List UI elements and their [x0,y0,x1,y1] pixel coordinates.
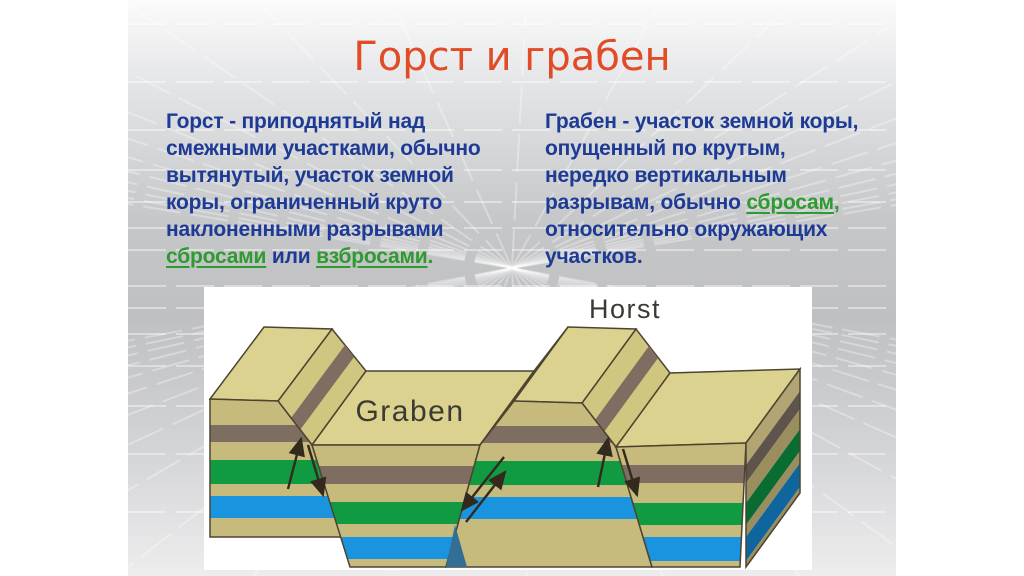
horst-graben-diagram: Graben [204,287,812,570]
text-segment: разрывам, обычно [545,191,747,214]
right-side-face [745,366,801,570]
definition-line: смежными участками, обычно [166,135,526,162]
definition-line: наклоненными разрывами [166,216,526,243]
definition-line: Горст - приподнятый над [166,108,526,135]
arrow-down-left-fault [306,444,327,498]
definition-line: сбросами или взбросами. [166,243,526,270]
graben-label: Graben [355,395,464,428]
text-segment: Горст - приподнятый над [166,110,426,133]
text-segment: наклоненными разрывами [166,218,444,241]
arrow-up-left-fault [286,436,305,490]
text-segment: относительно окружающих [545,218,828,241]
text-segment: , [833,191,840,214]
text-segment: Грабен - участок земной коры, [545,110,859,133]
term-link[interactable]: сбросами [166,245,267,268]
definition-line: вытянутый, участок земной [166,162,526,189]
definition-line: опущенный по крутым, [545,135,890,162]
text-segment: вытянутый, участок земной [166,164,454,187]
text-segment: опущенный по крутым, [545,137,786,160]
text-segment: смежными участками, обычно [166,137,481,160]
definition-line: Грабен - участок земной коры, [545,108,890,135]
text-segment: или [266,245,317,268]
text-segment: . [427,245,434,268]
definition-line: нередко вертикальным [545,162,890,189]
arrow-up-right-fault [465,470,507,523]
fault-arrows [286,436,641,523]
page-title: Горст и грабен [353,34,671,80]
definition-line: разрывам, обычно сбросам, [545,189,890,216]
fault-sliver [446,525,467,567]
definition-line: коры, ограниченный круто [166,189,526,216]
definition-left: Горст - приподнятый над смежными участкам… [166,108,526,270]
definition-line: участков. [545,243,890,270]
arrow-up-horst-fault [596,436,613,488]
slide: Горст и грабен Горст - приподнятый над см… [128,0,896,576]
term-link[interactable]: взбросами [316,245,428,268]
definition-right: Грабен - участок земной коры, опущенный п… [545,108,890,270]
horst-label: Horst [589,294,661,324]
text-segment: коры, ограниченный круто [166,191,443,214]
arrow-down-horst-fault [621,448,641,498]
text-segment: нередко вертикальным [545,164,787,187]
arrow-down-right-fault [460,456,505,512]
graben-block: Graben [310,370,536,568]
term-link[interactable]: сбросам [746,191,834,214]
text-segment: участков. [545,245,643,268]
definition-line: относительно окружающих [545,216,890,243]
horst-block [445,326,671,568]
